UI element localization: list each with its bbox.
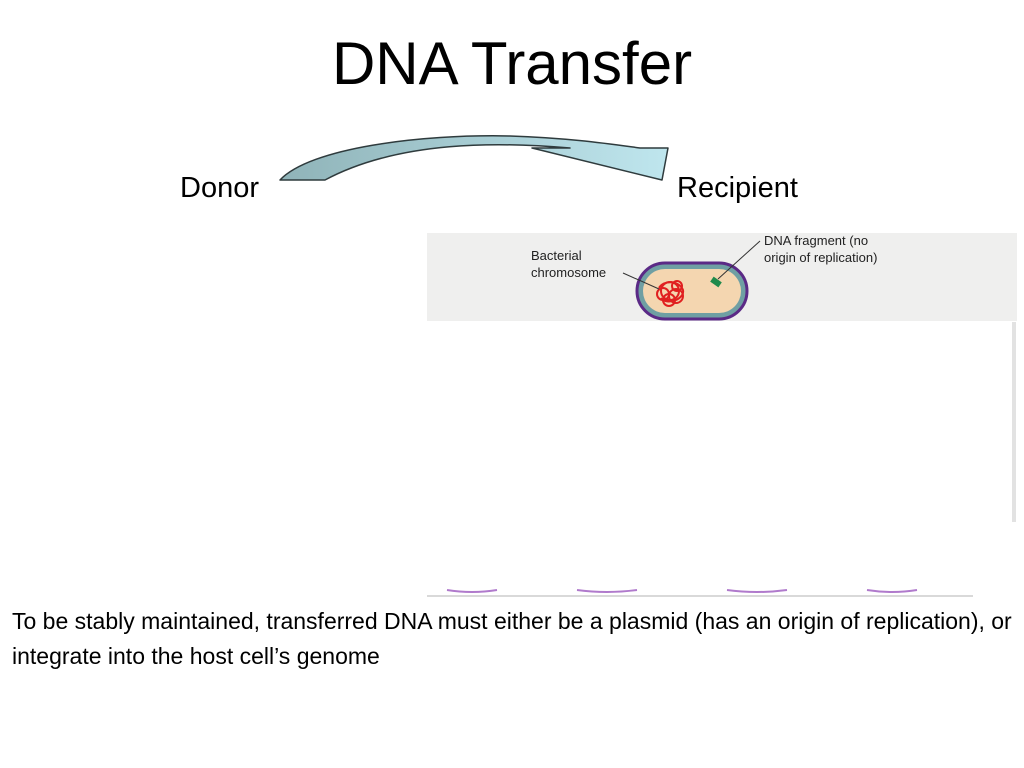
donor-label: Donor [180,172,259,204]
slide-title: DNA Transfer [331,30,693,97]
fragment-pointer [717,240,761,280]
curved-arrow-icon [279,135,669,181]
dna-fragment-label: DNA fragment (no origin of replication) [764,233,878,265]
dna-fragment-icon [710,276,722,288]
chromosome-pointer [622,272,660,290]
bacterial-chromosome-label: Bacterial chromosome [531,248,607,280]
figure-bottom-strip [427,589,973,597]
chromosome-icon [656,280,685,307]
recipient-label: Recipient [677,172,798,204]
figure-blank-area [427,321,1017,595]
bacterial-cell-diagram [622,240,761,321]
figure-edge [1012,322,1016,522]
slide-caption: To be stably maintained, transferred DNA… [12,608,1012,669]
